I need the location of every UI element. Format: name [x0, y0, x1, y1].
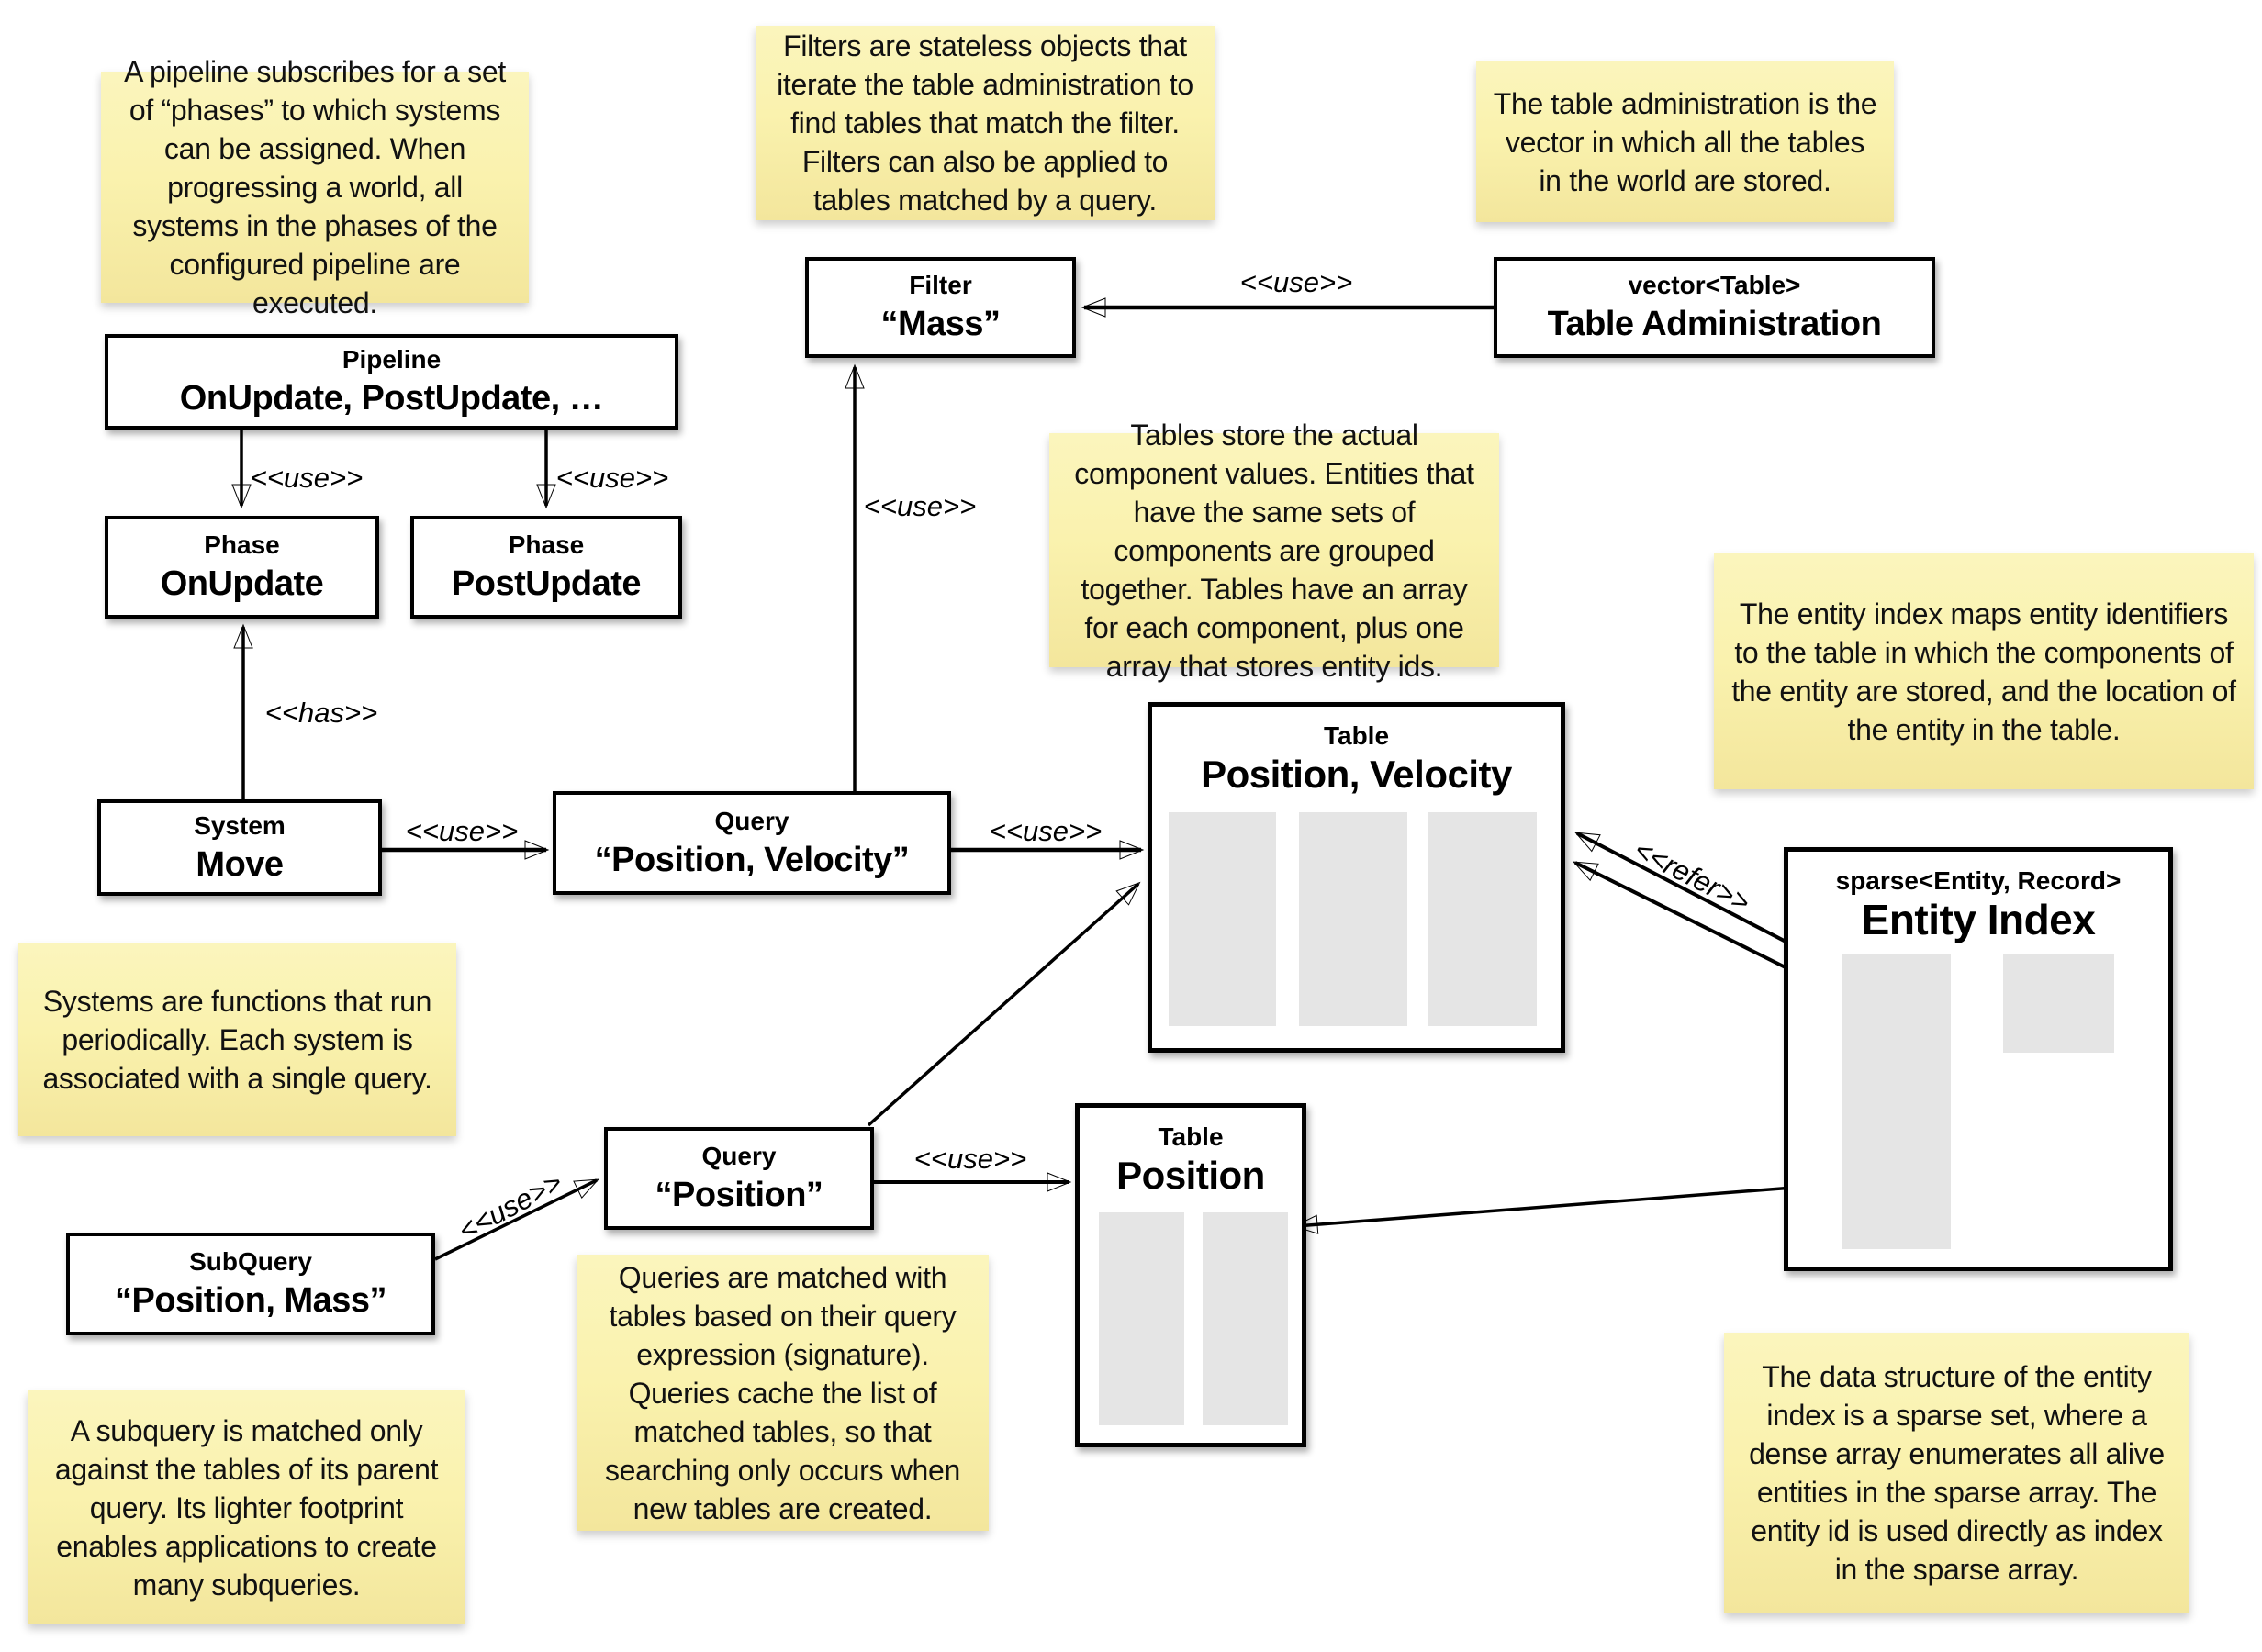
edge-label-use-system-query: <<use>>: [405, 815, 519, 847]
node-subquery: SubQuery “Position, Mass”: [66, 1233, 435, 1335]
node-table-pv-title: Table: [1323, 721, 1390, 750]
node-entity-index-subtitle: Entity Index: [1861, 896, 2096, 943]
node-subquery-title: SubQuery: [189, 1247, 312, 1276]
node-system-move-subtitle: Move: [196, 844, 284, 884]
edge-label-use-admin-filter: <<use>>: [1239, 266, 1353, 298]
note-sparse-set-text: The data structure of the entity index i…: [1749, 1360, 2165, 1586]
node-phase-onupdate-title: Phase: [204, 530, 280, 559]
node-table-administration: vector<Table> Table Administration: [1494, 257, 1935, 358]
node-query-pv-subtitle: “Position, Velocity”: [594, 840, 910, 879]
note-queries: Queries are matched with tables based on…: [577, 1255, 989, 1531]
node-subquery-subtitle: “Position, Mass”: [114, 1281, 387, 1320]
node-table-position-velocity: Table Position, Velocity: [1148, 702, 1565, 1053]
edge-label-use-pipeline-postupdate: <<use>>: [555, 462, 669, 494]
component-array-2: [1299, 812, 1407, 1026]
node-query-position-velocity: Query “Position, Velocity”: [553, 791, 951, 895]
note-filters-text: Filters are stateless objects that itera…: [777, 29, 1193, 217]
dense-array: [2003, 954, 2114, 1053]
node-phase-onupdate: Phase OnUpdate: [105, 516, 379, 619]
node-pipeline-title: Pipeline: [342, 345, 442, 374]
node-table-admin-subtitle: Table Administration: [1547, 305, 1882, 343]
node-table-pos-title: Table: [1158, 1122, 1224, 1151]
component-array-1: [1169, 812, 1276, 1026]
edge-label-use-subquery: <<use>>: [453, 1166, 568, 1247]
node-query-pv-title: Query: [714, 806, 789, 835]
node-table-position: Table Position: [1075, 1103, 1306, 1447]
node-table-admin-title: vector<Table>: [1628, 271, 1801, 299]
edge-label-use-pipeline-onupdate: <<use>>: [250, 462, 364, 494]
node-entity-index-title: sparse<Entity, Record>: [1835, 866, 2122, 895]
edge-label-has: <<has>>: [264, 697, 378, 729]
note-systems: Systems are functions that run periodica…: [18, 943, 456, 1136]
note-pipeline: A pipeline subscribes for a set of “phas…: [101, 55, 529, 319]
node-system-move-title: System: [194, 810, 286, 840]
node-system-move: System Move: [97, 799, 382, 896]
note-sparse-set: The data structure of the entity index i…: [1724, 1333, 2189, 1613]
edge-label-use-query-filter: <<use>>: [863, 490, 977, 522]
node-phase-onupdate-subtitle: OnUpdate: [160, 564, 324, 603]
edge-querypos-use-table-pv: [867, 881, 1141, 1127]
node-pipeline-subtitle: OnUpdate, PostUpdate, …: [179, 379, 604, 418]
note-table-admin-text: The table administration is the vector i…: [1493, 86, 1877, 197]
note-systems-text: Systems are functions that run periodica…: [42, 985, 432, 1095]
node-filter-mass-title: Filter: [909, 271, 972, 299]
note-tables: Tables store the actual component values…: [1049, 419, 1499, 683]
edge-sparse-table-pos: [1293, 1182, 1842, 1234]
edge-label-use-querypos-table: <<use>>: [913, 1143, 1027, 1175]
note-subquery-text: A subquery is matched only against the t…: [54, 1413, 439, 1602]
node-entity-index: sparse<Entity, Record> Entity Index: [1784, 847, 2173, 1271]
node-phase-postupdate-subtitle: PostUpdate: [451, 564, 642, 603]
node-query-pos-title: Query: [701, 1142, 777, 1170]
sparse-array: [1842, 954, 1951, 1249]
note-entity-index-text: The entity index maps entity identifiers…: [1731, 597, 2236, 746]
note-entity-index: The entity index maps entity identifiers…: [1714, 553, 2254, 789]
node-query-position: Query “Position”: [604, 1127, 874, 1230]
note-table-admin: The table administration is the vector i…: [1476, 61, 1894, 222]
component-array-3: [1428, 812, 1537, 1026]
node-phase-postupdate: Phase PostUpdate: [410, 516, 682, 619]
note-tables-text: Tables store the actual component values…: [1074, 418, 1474, 683]
edge-label-use-query-table: <<use>>: [989, 815, 1103, 847]
component-array-2: [1203, 1212, 1288, 1425]
node-filter-mass-subtitle: “Mass”: [880, 305, 1001, 343]
node-phase-postupdate-title: Phase: [508, 530, 585, 559]
note-pipeline-text: A pipeline subscribes for a set of “phas…: [124, 55, 506, 319]
note-subquery: A subquery is matched only against the t…: [28, 1390, 465, 1624]
node-pipeline: Pipeline OnUpdate, PostUpdate, …: [105, 334, 678, 430]
node-table-pv-subtitle: Position, Velocity: [1201, 753, 1512, 796]
component-array-1: [1099, 1212, 1184, 1425]
edge-label-refer: <<refer>>: [1629, 833, 1755, 920]
node-filter-mass: Filter “Mass”: [805, 257, 1076, 358]
note-filters: Filters are stateless objects that itera…: [756, 26, 1215, 220]
note-queries-text: Queries are matched with tables based on…: [604, 1260, 961, 1525]
node-table-pos-subtitle: Position: [1116, 1154, 1265, 1197]
node-query-pos-subtitle: “Position”: [655, 1176, 823, 1214]
